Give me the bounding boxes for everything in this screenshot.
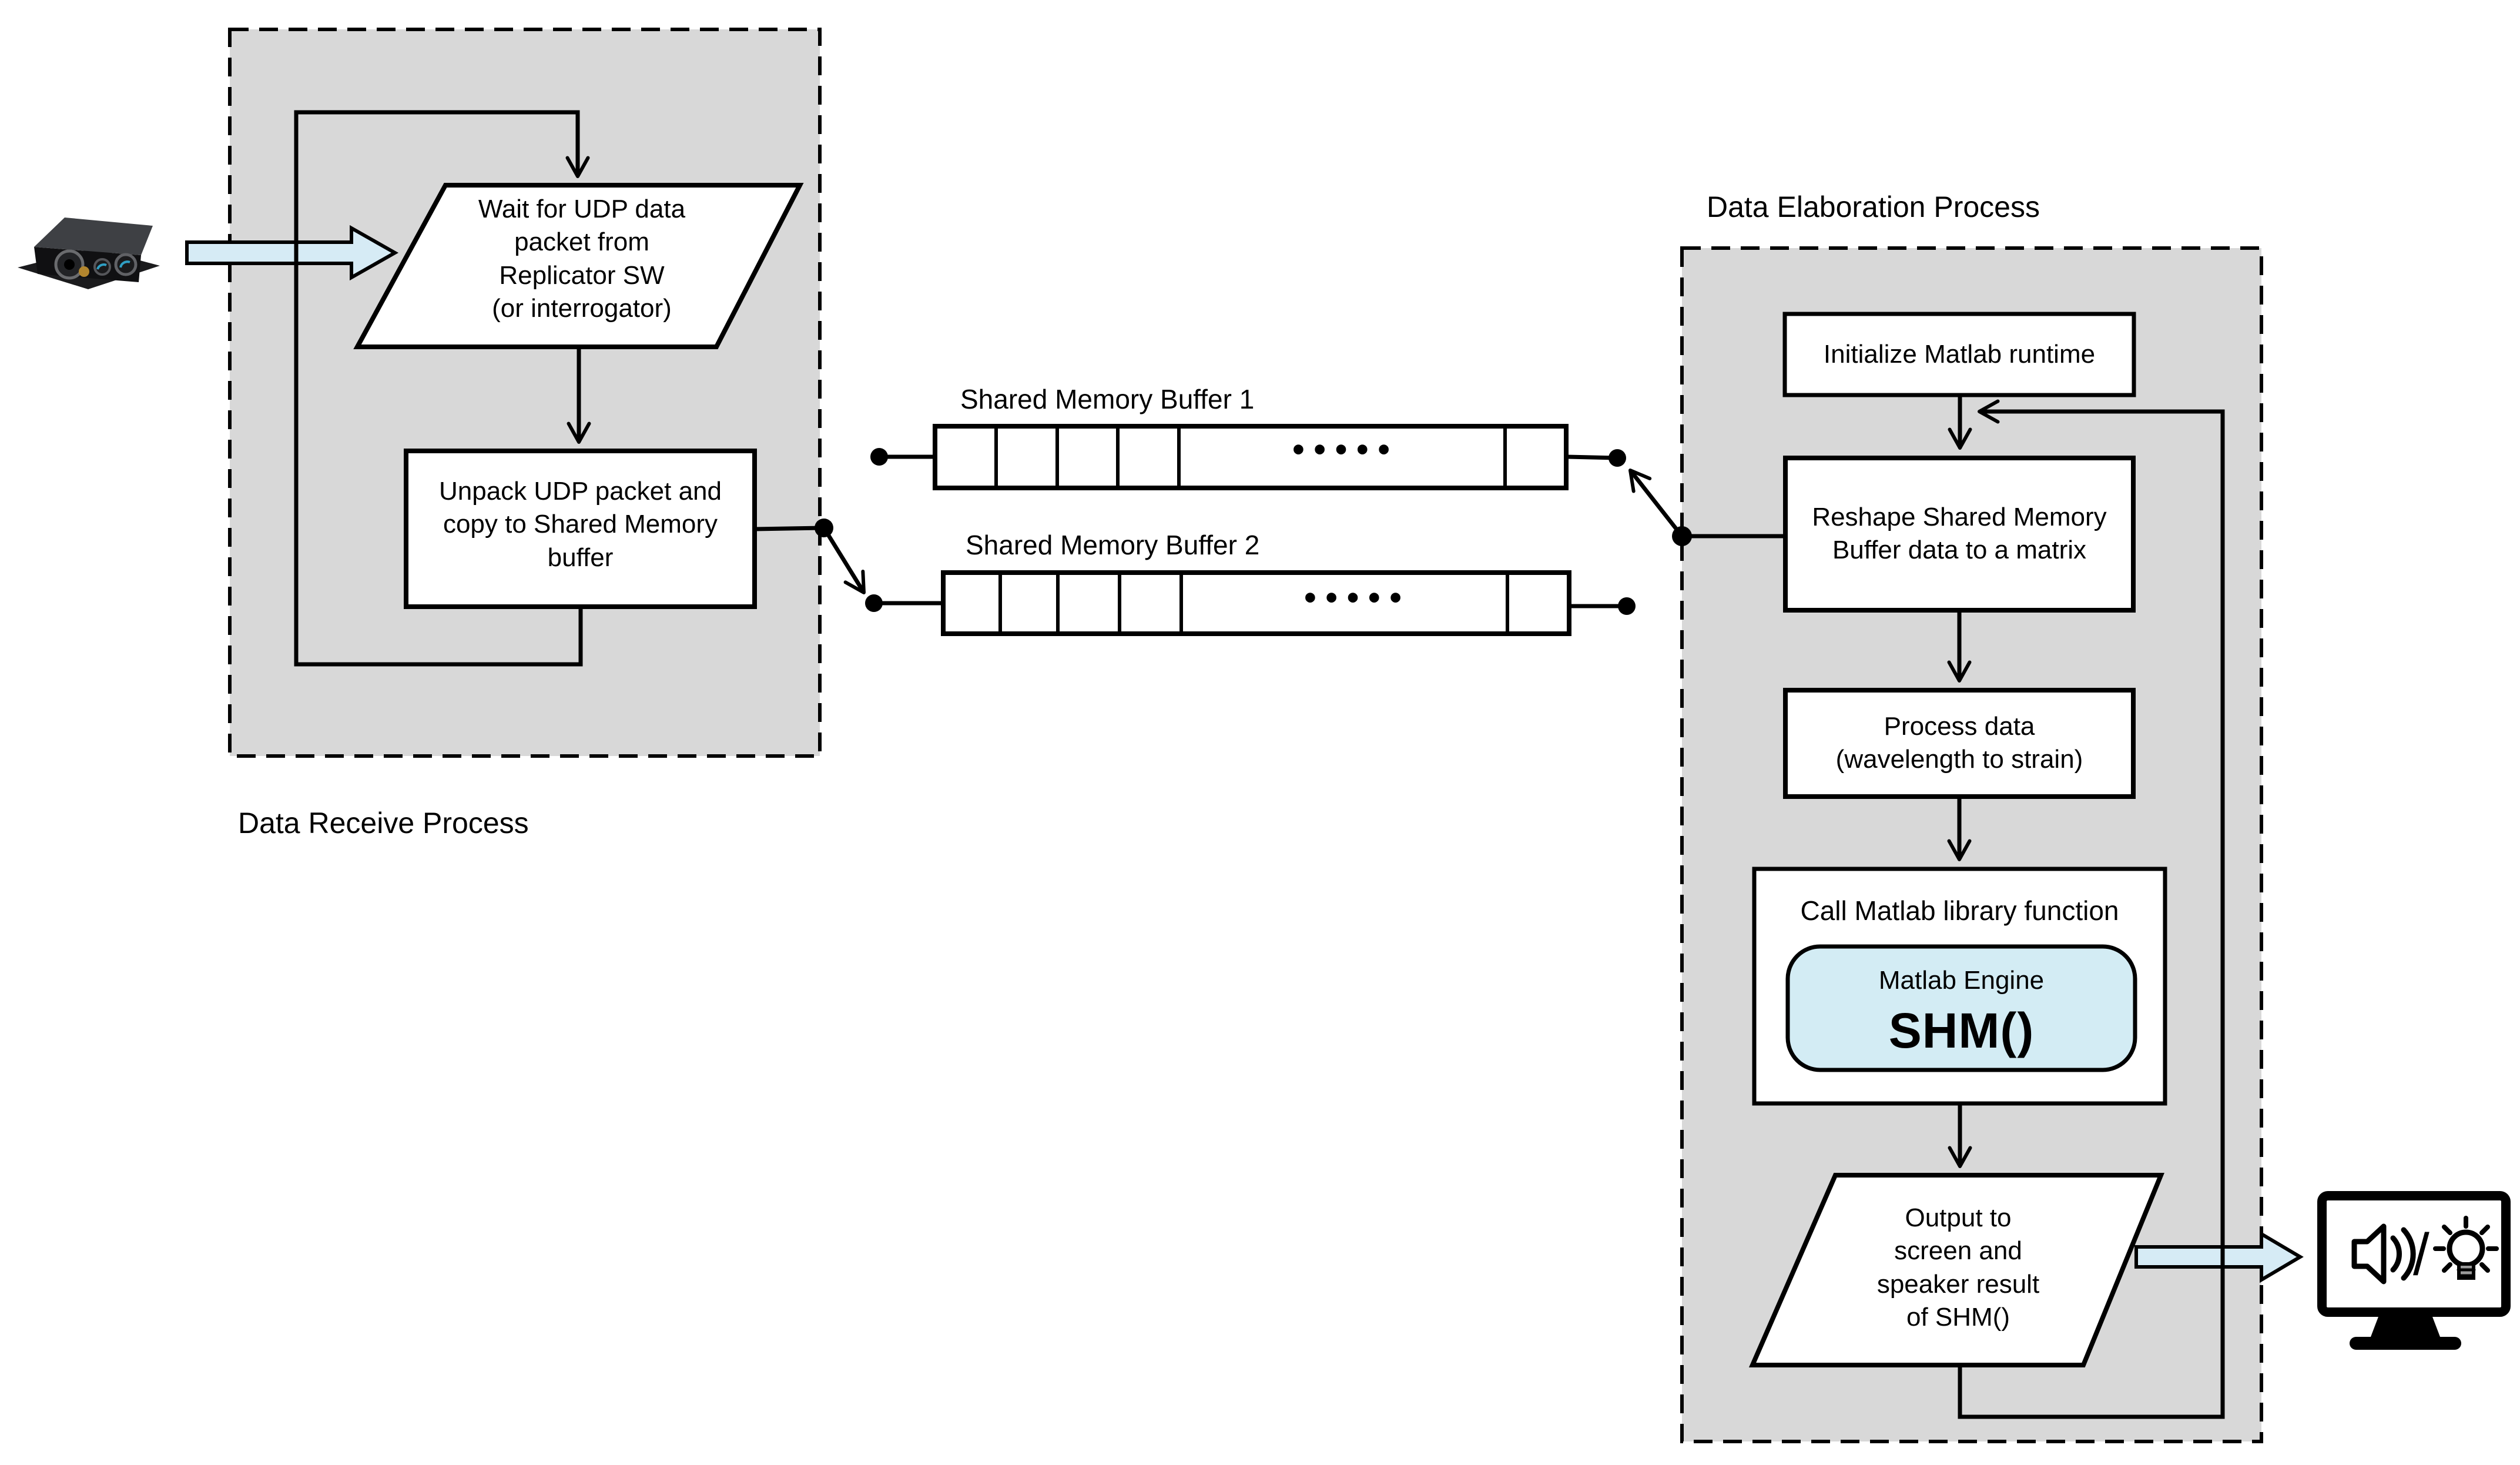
monitor-icon: / <box>2317 1191 2511 1350</box>
interrogator-device-image <box>18 218 160 289</box>
write-junction-dot <box>815 519 833 537</box>
speaker-icon <box>2351 1223 2416 1285</box>
read-switch-arrow <box>1628 469 1684 538</box>
receive-connectors <box>294 110 943 667</box>
process-data-box-shape <box>1783 688 2136 799</box>
process-step-text: Process data (wavelength to strain) <box>1835 712 2083 774</box>
output-feedback-loop-arrow <box>1958 399 2225 1419</box>
shared-memory-buffer2-shape <box>941 570 1571 636</box>
output-parallelogram-shape <box>1748 1173 2164 1367</box>
input-block-arrow-icon <box>185 225 399 281</box>
buffer2-write-terminal-dot <box>865 594 883 612</box>
call-step-text: Call Matlab library function <box>1800 895 2119 926</box>
output-step-text: Output to screen and speaker result of S… <box>1876 1203 2040 1332</box>
output-block-arrow-icon <box>2134 1230 2304 1283</box>
reshape-step-text: Reshape Shared Memory Buffer data to a m… <box>1812 503 2107 565</box>
buffer2-read-terminal-dot <box>1618 597 1636 615</box>
matlab-engine-box-shape <box>1785 944 2137 1072</box>
elaboration-process-label: Data Elaboration Process <box>1707 190 2040 223</box>
unpack-loop-arrow <box>294 110 590 667</box>
initialize-box-shape <box>1782 312 2136 397</box>
monitor-base <box>2350 1337 2461 1350</box>
lightbulb-icon <box>2433 1216 2499 1280</box>
shared-memory-buffer1-shape <box>933 424 1569 490</box>
junction-dots <box>815 448 1692 615</box>
buffer1-read-terminal-dot <box>1608 449 1626 467</box>
buffer1-label: Shared Memory Buffer 1 <box>960 384 1255 414</box>
unpack-step-text: Unpack UDP packet and copy to Shared Mem… <box>438 477 722 572</box>
buffer2-label: Shared Memory Buffer 2 <box>966 530 1260 560</box>
matlab-engine-label: Matlab Engine <box>1878 966 2045 995</box>
matlab-engine-function: SHM() <box>1888 1003 2035 1058</box>
unpack-output-line <box>754 526 822 531</box>
monitor-stand <box>2371 1312 2440 1337</box>
wait-parallelogram-shape <box>353 183 804 349</box>
read-junction-dot <box>1672 526 1692 546</box>
data-receive-process-panel <box>228 28 822 758</box>
buffer1-write-terminal-dot <box>870 448 888 466</box>
wait-step-text: Wait for UDP data packet from Replicator… <box>478 195 686 323</box>
write-switch-arrow <box>822 527 866 594</box>
buffer2-dots: ••••• <box>1304 578 1411 617</box>
slash-icon: / <box>2413 1222 2429 1287</box>
initialize-step-text: Initialize Matlab runtime <box>1823 340 2096 369</box>
receive-process-label: Data Receive Process <box>238 807 529 839</box>
buffer1-dots: ••••• <box>1292 430 1399 469</box>
elaboration-connectors <box>1566 395 2225 1419</box>
